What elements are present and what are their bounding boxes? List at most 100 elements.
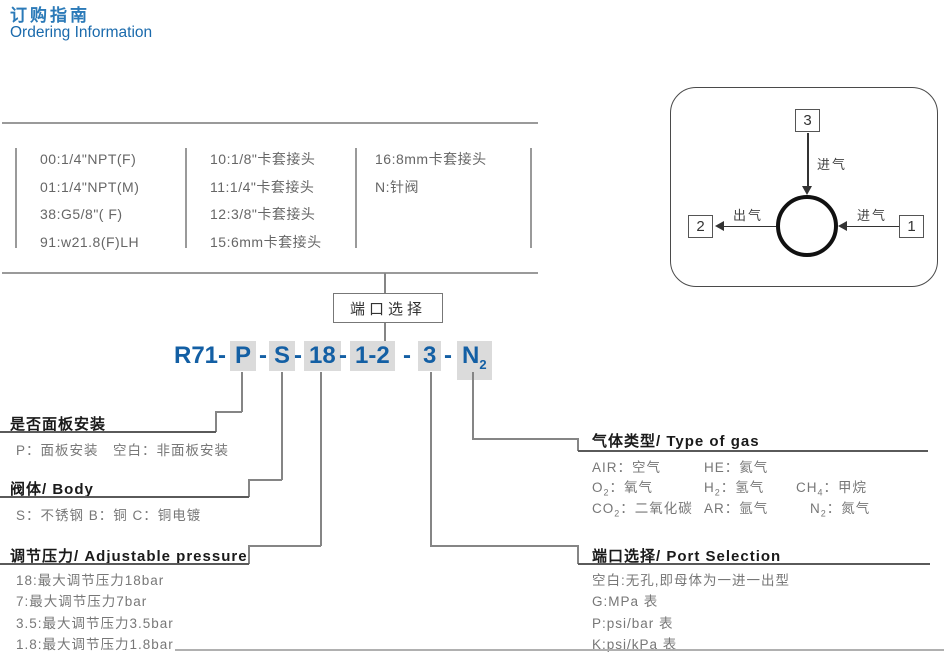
table-cell: N:针阀: [375, 178, 419, 195]
part-separator: -: [294, 342, 302, 369]
section-body-valve-body: S：不锈钢 B：铜 C：铜电镀: [16, 508, 202, 523]
segment-value: S: [269, 341, 296, 371]
section-rule-port-selection: [578, 563, 930, 565]
part-segment-gauge: 3: [418, 341, 442, 371]
table-divider-4: [530, 148, 532, 248]
arrow-line-left: [721, 225, 776, 227]
gas-grid: AIR：空气 HE：氦气 O2：氧气 H2：氢气 CH4：甲烷 CO2：二氧化碳…: [592, 456, 870, 519]
arrow-left-in-icon: [838, 221, 847, 231]
section-body-panel-mount: P：面板安装 空白：非面板安装: [16, 443, 230, 458]
flow-diagram: 3 进气 2 出气 1 进气: [670, 87, 938, 287]
segment-value: N2: [457, 341, 492, 380]
leader-pressure-stem: [320, 372, 322, 546]
leader-gas-arm: [472, 438, 578, 440]
port-table-column-2: 10:1/8"卡套接头 11:1/4"卡套接头 12:3/8"卡套接头 15:6…: [210, 146, 322, 256]
part-separator: -: [444, 342, 452, 369]
arrow-down-icon: [802, 186, 812, 195]
arrow-line-top: [807, 133, 809, 187]
table-cell: 00:1/4"NPT(F): [40, 151, 137, 167]
part-separator: -: [339, 342, 347, 369]
leader-body-arm: [248, 479, 282, 481]
gas-entry: CO2：二氧化碳: [592, 501, 693, 519]
connector-table-to-box: [384, 273, 386, 293]
page-title-en: Ordering Information: [10, 24, 153, 41]
leader-pressure-arm: [248, 545, 321, 547]
segment-value: 3: [418, 341, 442, 371]
gas-entry: H2：氢气: [704, 480, 765, 499]
table-divider-2: [185, 148, 187, 248]
table-cell: 11:1/4"卡套接头: [210, 178, 315, 195]
leader-gas-drop: [577, 438, 579, 451]
gas-entry: HE：氦气: [704, 459, 769, 475]
diagram-port-1: 1: [899, 215, 924, 238]
leader-panel-drop: [215, 411, 217, 432]
gas-row: AIR：空气 HE：氦气: [592, 456, 870, 477]
gas-row: O2：氧气 H2：氢气 CH4：甲烷: [592, 477, 870, 498]
port-table-column-1: 00:1/4"NPT(F) 01:1/4"NPT(M) 38:G5/8"( F)…: [40, 146, 139, 256]
gas-entry: AIR：空气: [592, 459, 662, 475]
diagram-label-inlet-top: 进气: [817, 157, 848, 172]
table-divider-1: [15, 148, 17, 248]
diagram-valve-circle: [776, 195, 838, 257]
table-cell: 10:1/8"卡套接头: [210, 151, 316, 167]
section-body-port-selection: 空白:无孔,即母体为一进一出型 G:MPa 表 P:psi/bar 表 K:ps…: [592, 570, 790, 652]
table-cell: 01:1/4"NPT(M): [40, 178, 140, 195]
section-rule-panel-mount: [0, 431, 216, 433]
leader-panel-arm: [215, 411, 242, 413]
segment-value: 18: [304, 341, 341, 371]
gas-row: CO2：二氧化碳 AR：氩气 N2：氮气: [592, 498, 870, 519]
part-separator: -: [259, 342, 267, 369]
table-cell: 91:w21.8(F)LH: [40, 233, 140, 250]
leader-panel-stem: [241, 372, 243, 412]
leader-pressure-drop: [248, 545, 250, 564]
port-option: 空白:无孔,即母体为一进一出型: [592, 573, 791, 588]
part-number-prefix: R71-: [174, 342, 227, 369]
leader-portsel-arm: [430, 545, 578, 547]
part-segment-ports: 1-2: [350, 341, 395, 371]
gas-code: N: [462, 342, 480, 369]
part-segment-panel: P: [230, 341, 257, 371]
gas-entry: O2：氧气: [592, 480, 654, 499]
leader-portsel-stem: [430, 372, 432, 546]
section-title-port-selection: 端口选择/ Port Selection: [592, 548, 782, 565]
diagram-label-inlet-right: 进气: [857, 208, 888, 223]
pressure-option: 18:最大调节压力18bar: [16, 573, 165, 588]
part-segment-pressure: 18: [304, 341, 341, 371]
gas-entry: N2：氮气: [810, 501, 871, 519]
table-cell: 15:6mm卡套接头: [210, 233, 322, 250]
diagram-port-2: 2: [688, 215, 713, 238]
gas-entry: CH4：甲烷: [796, 480, 868, 499]
segment-value: 1-2: [350, 341, 395, 371]
table-divider-3: [355, 148, 357, 248]
gas-entry: AR：氩气: [704, 501, 769, 517]
section-rule-pressure: [0, 563, 249, 565]
port-table-column-3: 16:8mm卡套接头 N:针阀: [375, 146, 487, 201]
diagram-port-3: 3: [795, 109, 820, 132]
table-cell: 16:8mm卡套接头: [375, 151, 487, 167]
pressure-option: 1.8:最大调节压力1.8bar: [16, 637, 174, 652]
leader-gas-stem: [472, 372, 474, 439]
port-option: G:MPa 表: [592, 594, 659, 610]
section-title-valve-body: 阀体/ Body: [10, 481, 94, 498]
arrow-line-right: [847, 225, 899, 227]
section-title-gas: 气体类型/ Type of gas: [592, 433, 760, 450]
table-top-rule: [2, 122, 538, 124]
table-cell: 12:3/8"卡套接头: [210, 206, 316, 223]
leader-portsel-drop: [577, 545, 579, 564]
section-title-pressure: 调节压力/ Adjustable pressure: [10, 548, 248, 565]
port-option: K:psi/kPa 表: [592, 637, 678, 652]
segment-value: P: [230, 341, 257, 371]
page-title-cn: 订购指南: [10, 6, 90, 25]
section-rule-valve-body: [0, 496, 249, 498]
leader-body-stem: [281, 372, 283, 480]
pressure-option: 3.5:最大调节压力3.5bar: [16, 615, 174, 631]
part-separator: -: [403, 342, 411, 369]
part-segment-gas: N2: [457, 341, 492, 380]
part-segment-body: S: [269, 341, 296, 371]
pressure-option: 7:最大调节压力7bar: [16, 594, 148, 610]
page-bottom-rule: [175, 649, 944, 651]
diagram-label-outlet: 出气: [733, 208, 764, 223]
table-cell: 38:G5/8"( F): [40, 206, 123, 223]
table-bottom-rule: [2, 272, 538, 274]
connector-box-to-code: [384, 323, 386, 341]
